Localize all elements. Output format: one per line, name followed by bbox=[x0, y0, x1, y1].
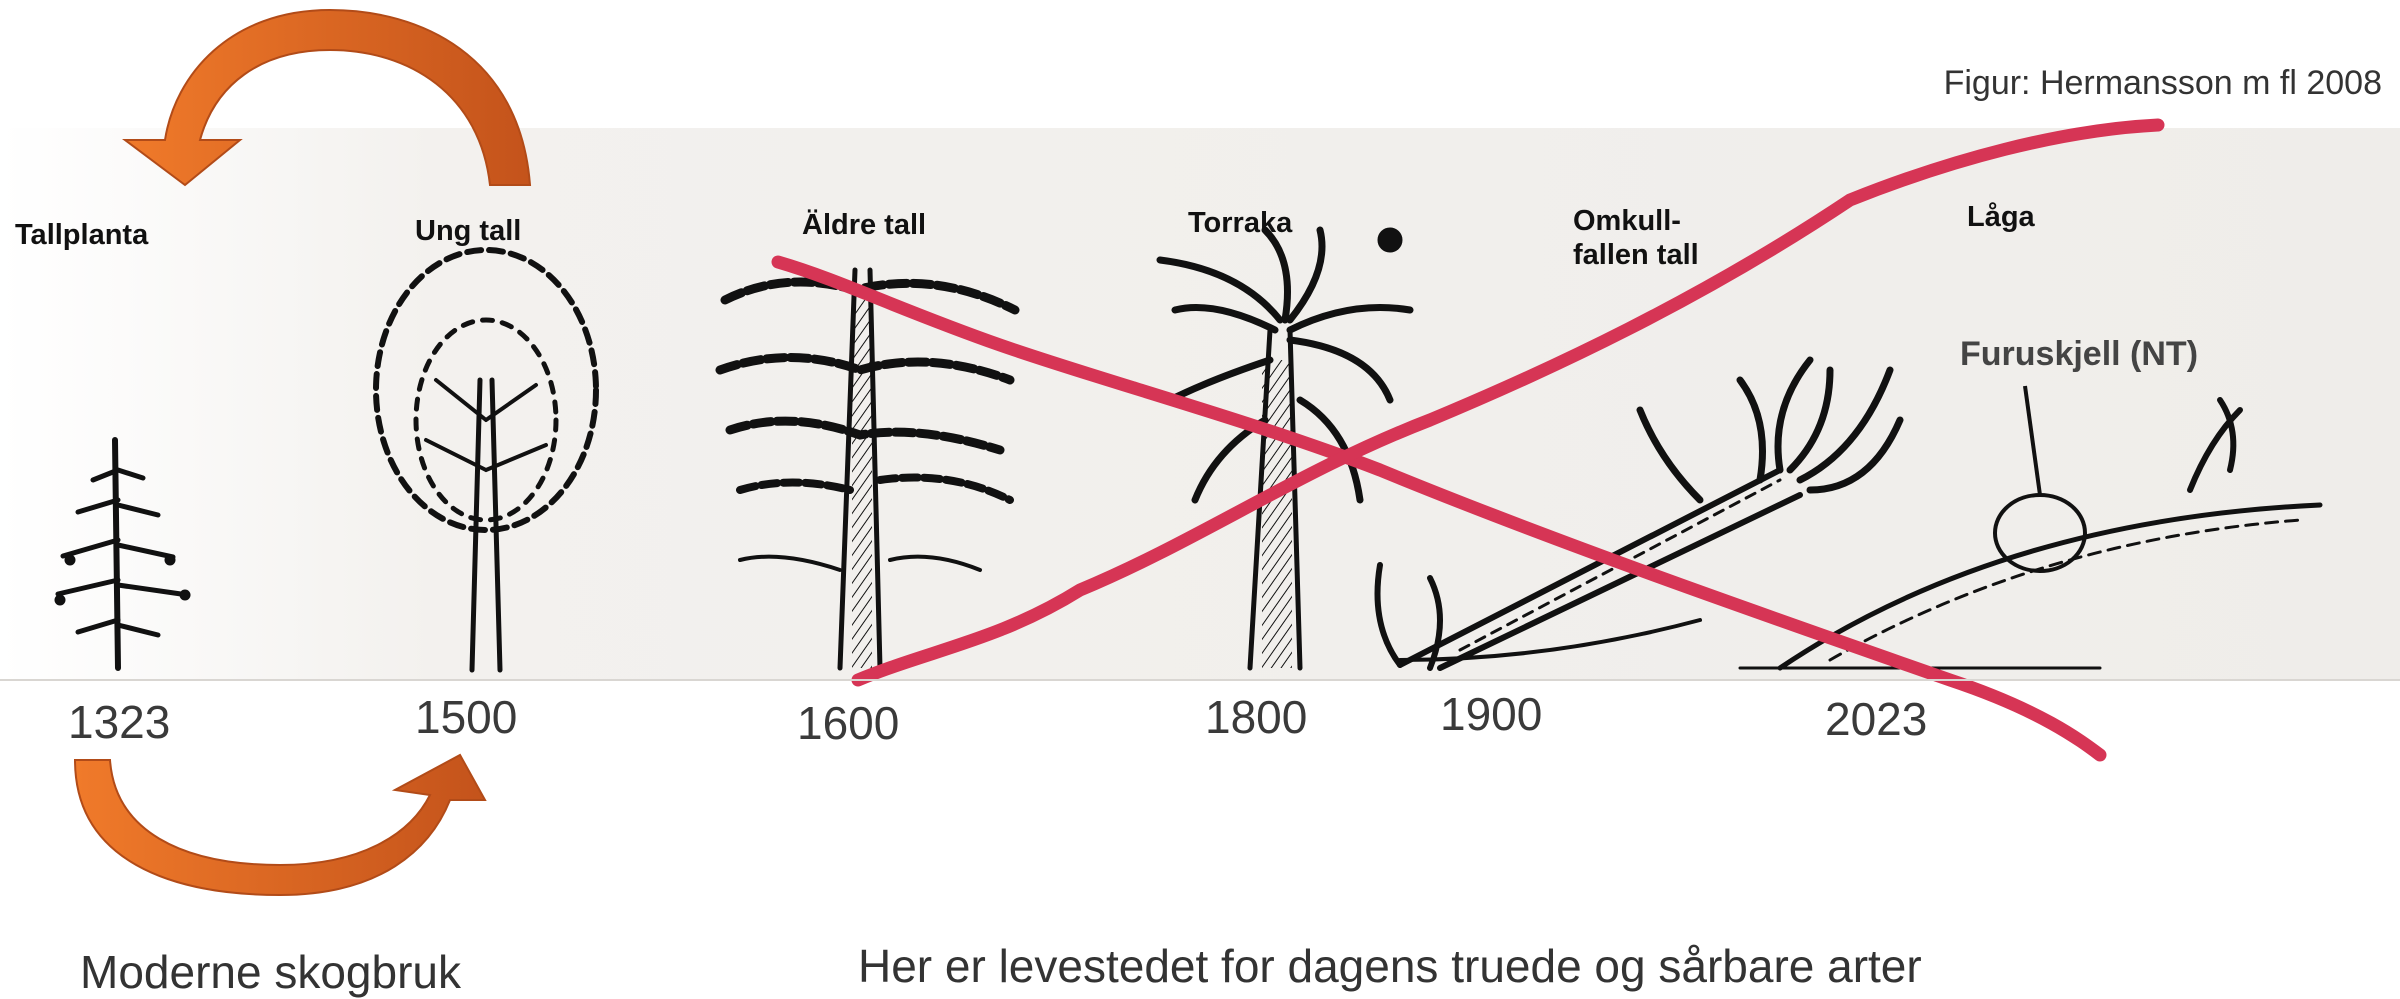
decline-line bbox=[778, 262, 2100, 755]
log-illustration bbox=[1740, 400, 2320, 668]
year-label-1500: 1500 bbox=[415, 690, 517, 744]
young-pine-illustration bbox=[376, 250, 596, 670]
furuskjell-label: Furuskjell (NT) bbox=[1960, 335, 2198, 374]
cycle-arrow-bottom bbox=[75, 755, 485, 895]
year-label-1600: 1600 bbox=[797, 696, 899, 750]
year-label-1900: 1900 bbox=[1440, 687, 1542, 741]
furuskjell-pointer bbox=[1995, 386, 2085, 571]
stage-label-torraka: Torraka bbox=[1188, 206, 1292, 240]
stage-label-omkullfallen-tall: Omkull- fallen tall bbox=[1573, 204, 1699, 272]
cycle-arrow-top bbox=[125, 10, 530, 185]
caption-habitat: Her er levestedet for dagens truede og s… bbox=[858, 939, 1922, 993]
year-label-1323: 1323 bbox=[68, 695, 170, 749]
stage-label-laga: Låga bbox=[1967, 200, 2035, 234]
year-label-2023: 2023 bbox=[1825, 692, 1927, 746]
caption-modern-forestry: Moderne skogbruk bbox=[80, 945, 461, 999]
stage-label-tallplanta: Tallplanta bbox=[15, 218, 148, 252]
year-label-1800: 1800 bbox=[1205, 690, 1307, 744]
figure-source: Figur: Hermansson m fl 2008 bbox=[1944, 64, 2382, 103]
stage-label-ung-tall: Ung tall bbox=[415, 214, 521, 248]
stage-label-aldre-tall: Äldre tall bbox=[802, 208, 926, 242]
seedling-illustration bbox=[55, 440, 190, 668]
